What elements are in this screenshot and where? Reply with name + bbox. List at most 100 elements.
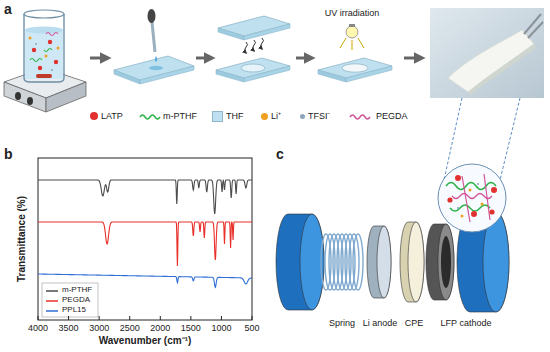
cpe-zoom-part <box>484 174 490 220</box>
cpe-zoom-part <box>457 207 459 209</box>
uv-lamp-part <box>352 40 353 50</box>
tick-label: 500 <box>244 323 259 334</box>
cpe-disc <box>400 222 424 302</box>
glass-slide-part <box>241 64 265 72</box>
ftir-chart-part <box>46 300 58 302</box>
beaker-part <box>44 49 52 52</box>
legend-entry: m-PTHF <box>163 111 197 122</box>
glass-slide-part <box>114 70 140 84</box>
press-arrow-part <box>253 40 256 51</box>
legend-text: LATP <box>101 111 123 122</box>
legend-swatch <box>261 113 268 120</box>
membrane-photo-part <box>468 44 536 95</box>
cpe-zoom-part <box>491 187 497 193</box>
part-label: CPE <box>405 318 424 329</box>
li-anode-disc-part <box>377 226 391 298</box>
process-arrow-part <box>296 57 312 60</box>
axis-tick <box>160 316 161 320</box>
legend-text: TFSI⁻ <box>308 111 331 122</box>
uv-lamp-part <box>346 26 358 38</box>
legend-entry: TFSI⁻ <box>300 111 331 122</box>
membrane-photo-part <box>528 22 543 38</box>
legend-entry: PEGDA <box>62 295 90 305</box>
process-arrow <box>90 58 422 59</box>
axis-title: Wavenumber (cm⁻¹) <box>99 335 192 347</box>
membrane-photo <box>430 8 544 98</box>
legend-text: m-PTHF <box>62 285 92 295</box>
cell-cap-part <box>276 214 324 310</box>
cover-plate-part <box>244 24 290 40</box>
cpe-zoom-part <box>452 194 492 199</box>
cpe-zoom <box>438 164 506 232</box>
cpe-zoom-part <box>462 176 470 222</box>
glass-slide <box>318 58 392 82</box>
legend-swatch <box>90 112 98 120</box>
legend-entry: Li⁺ <box>261 111 281 122</box>
glass-slide-part <box>318 70 346 82</box>
axis-title: Transmittance (%) <box>16 196 28 282</box>
tick-label: 2000 <box>150 323 170 334</box>
axis-tick <box>129 316 130 320</box>
legend-text: Li⁺ <box>271 111 281 122</box>
spring-coil <box>321 234 363 290</box>
beaker-part <box>57 47 60 50</box>
cpe-zoom-part <box>471 211 477 217</box>
membrane-photo-part <box>448 30 534 92</box>
cpe-zoom-part <box>481 203 484 206</box>
ftir-chart <box>38 158 252 320</box>
glass-slide-part <box>216 70 244 82</box>
panel-letter: b <box>4 146 13 163</box>
dropper-part <box>152 22 155 52</box>
cpe-zoom-part <box>477 183 479 185</box>
magnetic-stirrer-part <box>4 82 46 112</box>
spectrum-curve <box>38 180 252 214</box>
legend-entry: m-PTHF <box>62 285 92 295</box>
legend-sample-part <box>140 115 160 119</box>
beaker-part <box>54 60 58 64</box>
beaker-part <box>25 30 63 79</box>
uv-lamp-part <box>358 38 364 48</box>
beaker-part <box>29 37 32 40</box>
cover-plate-part <box>218 28 244 40</box>
glass-slide-part <box>149 66 163 70</box>
axis-tick <box>68 316 69 320</box>
cpe-disc-part <box>408 222 424 302</box>
tick-label: 3500 <box>59 323 79 334</box>
step-label: UV irradiation <box>325 8 380 19</box>
li-anode-disc <box>367 226 391 298</box>
legend-text: THF <box>226 111 244 122</box>
glass-slide-part <box>342 64 368 72</box>
uv-lamp-part <box>340 38 346 48</box>
legend-text: PEGDA <box>376 111 408 122</box>
axis-tick <box>190 316 191 320</box>
tick-label: 3000 <box>89 323 109 334</box>
legend-entry: THF <box>212 111 244 122</box>
part-label: Li anode <box>363 318 398 329</box>
cell-cap <box>276 214 324 310</box>
glass-slide <box>216 58 290 82</box>
beaker-part <box>24 14 64 82</box>
zoom-leader-part <box>500 98 520 180</box>
press-arrow-part <box>261 38 264 49</box>
cpe-zoom-part <box>455 175 461 181</box>
ftir-chart-part <box>38 158 252 320</box>
cpe-disc-part <box>400 222 424 302</box>
legend-swatch <box>212 111 223 122</box>
legend-entry: PPL15 <box>62 305 86 315</box>
cpe-zoom-part <box>447 197 452 202</box>
part-label: LFP cathode <box>441 318 492 329</box>
press-arrow <box>245 38 264 53</box>
legend-entry: LATP <box>90 111 123 122</box>
beaker-part <box>35 43 37 45</box>
legend-text: m-PTHF <box>163 111 197 122</box>
legend-sample-part <box>350 115 370 119</box>
process-arrow-part <box>196 57 212 60</box>
li-anode-disc-part <box>367 226 391 298</box>
lfp-cathode-disc-part <box>426 224 454 300</box>
tick-label: 4000 <box>28 323 48 334</box>
uv-lamp <box>340 24 364 50</box>
dropper-part <box>155 56 158 62</box>
beaker-part <box>45 55 48 58</box>
ftir-chart-part <box>42 283 98 317</box>
legend-swatch <box>300 114 305 119</box>
